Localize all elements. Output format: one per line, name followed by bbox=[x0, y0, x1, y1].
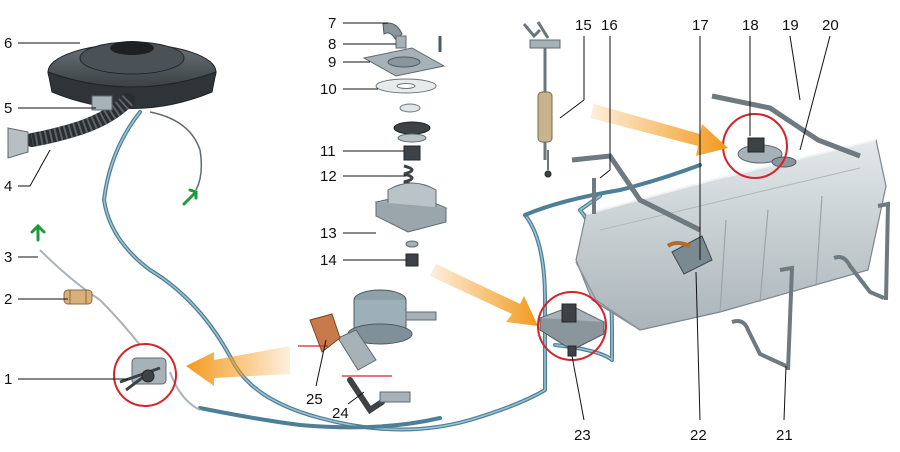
callout-labels: 1 2 3 4 5 6 7 8 9 10 11 12 13 14 15 16 1… bbox=[4, 15, 839, 444]
label-14: 14 bbox=[320, 252, 337, 269]
flow-arrow-center bbox=[430, 264, 538, 326]
pump-exploded-parts bbox=[362, 22, 448, 267]
tank-fittings bbox=[666, 137, 797, 275]
air-filter-cable bbox=[149, 111, 203, 191]
label-5: 5 bbox=[4, 100, 12, 117]
label-20: 20 bbox=[822, 17, 839, 34]
label-13: 13 bbox=[320, 225, 337, 242]
label-15: 15 bbox=[575, 17, 592, 34]
fuel-outlet-fitting bbox=[538, 303, 606, 357]
label-16: 16 bbox=[601, 17, 618, 34]
tank-mounting-straps bbox=[571, 93, 861, 233]
label-25: 25 bbox=[306, 391, 323, 408]
label-9: 9 bbox=[328, 54, 336, 71]
label-21: 21 bbox=[776, 427, 793, 444]
tank-hangers bbox=[731, 201, 891, 371]
highlight-circle-outlet bbox=[537, 291, 607, 361]
fuel-level-sensor bbox=[522, 21, 561, 178]
highlight-circle-carburetor bbox=[113, 343, 177, 407]
label-10: 10 bbox=[320, 81, 337, 98]
air-filter-housing bbox=[47, 41, 217, 109]
label-22: 22 bbox=[690, 427, 707, 444]
flow-arrow-right bbox=[590, 104, 728, 156]
direction-arrow-cable bbox=[182, 188, 198, 206]
label-3: 3 bbox=[4, 249, 12, 266]
label-24: 24 bbox=[332, 405, 349, 422]
flow-arrow-left bbox=[186, 346, 290, 386]
label-4: 4 bbox=[4, 178, 12, 195]
fuel-pump-assembly bbox=[309, 289, 437, 415]
label-6: 6 bbox=[4, 35, 12, 52]
carburetor-fitting bbox=[119, 357, 167, 392]
direction-arrow-fuel bbox=[30, 223, 46, 242]
corrugated-intake-hose bbox=[7, 93, 135, 159]
label-17: 17 bbox=[692, 17, 709, 34]
label-23: 23 bbox=[574, 427, 591, 444]
fine-fuel-filter bbox=[63, 289, 93, 305]
label-19: 19 bbox=[782, 17, 799, 34]
label-1: 1 bbox=[4, 371, 12, 388]
label-11: 11 bbox=[320, 143, 336, 160]
leader-lines bbox=[18, 22, 831, 421]
label-8: 8 bbox=[328, 36, 336, 53]
label-7: 7 bbox=[328, 15, 336, 32]
label-18: 18 bbox=[742, 17, 759, 34]
label-2: 2 bbox=[4, 291, 12, 308]
label-12: 12 bbox=[320, 168, 337, 185]
